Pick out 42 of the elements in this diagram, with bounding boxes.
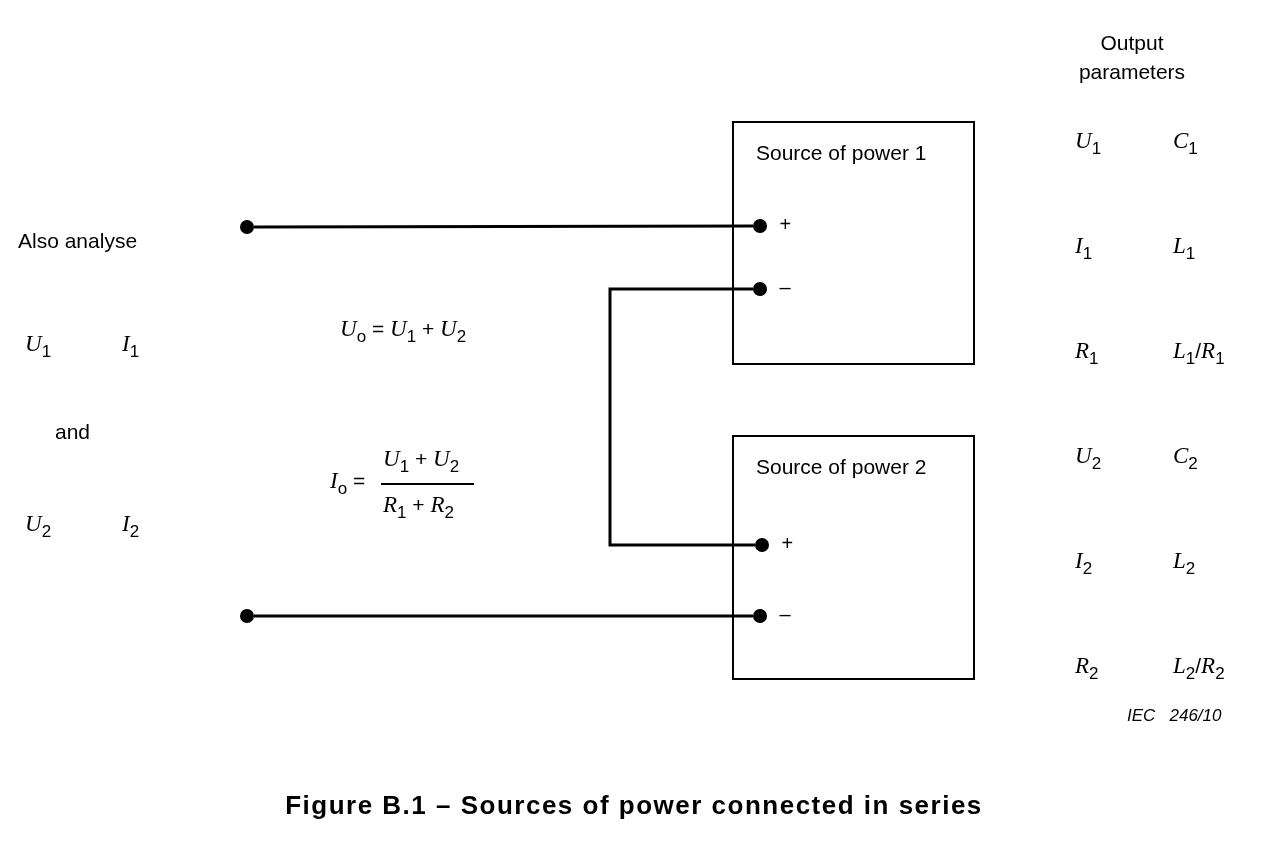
wire xyxy=(608,287,755,547)
formula: I$_{o}$ = xyxy=(330,468,366,499)
parameter-symbol: I$_{1}$ xyxy=(122,331,140,362)
fraction-denominator: R$_{1}$ + R$_{2}$ xyxy=(383,492,454,523)
source-box xyxy=(732,435,975,680)
fraction-numerator: U$_{1}$ + U$_{2}$ xyxy=(383,446,460,477)
parameter-symbol: R$_{1}$ xyxy=(1075,338,1099,369)
note-text: and xyxy=(55,420,91,444)
wire xyxy=(254,224,753,229)
parameter-symbol: U$_{1}$ xyxy=(1075,128,1102,159)
box-title: Source of power 1 xyxy=(756,141,927,165)
terminal-dot xyxy=(754,537,769,552)
figure-caption: Figure B.1 – Sources of power connected in series xyxy=(284,790,984,821)
parameter-symbol: L$_{1}$/R$_{1}$ xyxy=(1173,338,1225,369)
polarity-sign: – xyxy=(779,602,791,626)
column-heading: Output parameters xyxy=(1077,30,1187,85)
parameter-symbol: L$_{2}$ xyxy=(1173,548,1196,579)
box-title: Source of power 2 xyxy=(756,455,927,479)
parameter-symbol: C$_{2}$ xyxy=(1173,443,1198,474)
polarity-sign: – xyxy=(779,275,791,299)
terminal-dot xyxy=(240,220,254,234)
source-box xyxy=(732,121,975,365)
formula: U$_{o}$ = U$_{1}$ + U$_{2}$ xyxy=(340,316,467,347)
wire xyxy=(254,614,753,618)
terminal-dot xyxy=(752,281,767,296)
polarity-sign: + xyxy=(781,531,794,555)
parameter-symbol: I$_{1}$ xyxy=(1075,233,1093,264)
parameter-symbol: I$_{2}$ xyxy=(122,511,140,542)
parameter-symbol: L$_{2}$/R$_{2}$ xyxy=(1173,653,1225,684)
note-text: Also analyse xyxy=(18,229,138,253)
parameter-symbol: L$_{1}$ xyxy=(1173,233,1196,264)
figure-reference: IEC 246/10 xyxy=(1127,706,1222,726)
parameter-symbol: U$_{1}$ xyxy=(25,331,52,362)
polarity-sign: + xyxy=(779,212,792,236)
terminal-dot xyxy=(752,218,767,233)
terminal-dot xyxy=(240,609,254,623)
parameter-symbol: I$_{2}$ xyxy=(1075,548,1093,579)
terminal-dot xyxy=(752,608,767,623)
parameter-symbol: U$_{2}$ xyxy=(1075,443,1102,474)
parameter-symbol: C$_{1}$ xyxy=(1173,128,1198,159)
parameter-symbol: R$_{2}$ xyxy=(1075,653,1099,684)
parameter-symbol: U$_{2}$ xyxy=(25,511,52,542)
